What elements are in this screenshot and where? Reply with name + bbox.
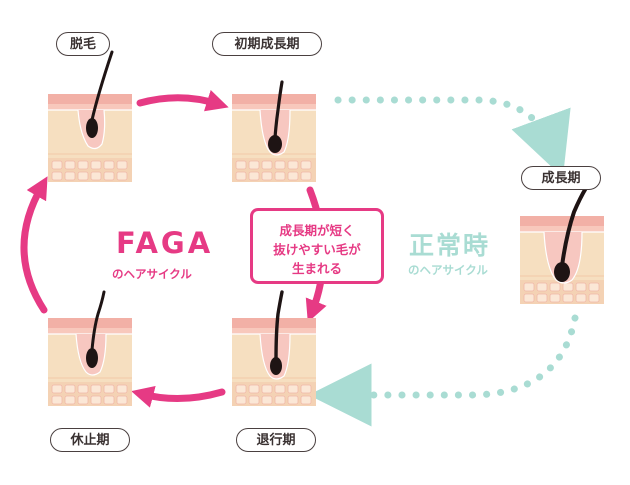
- faga-arrow-rest-to-shed: [20, 176, 48, 314]
- normal-cycle-arrow-top: [334, 96, 571, 178]
- skin-illustration-rest: [47, 290, 133, 407]
- skin-illustration-regression: [231, 290, 317, 407]
- callout-line-3: 生まれる: [291, 261, 342, 276]
- faga-callout-box: 成長期が短く 抜けやすい毛が 生まれる: [250, 208, 384, 284]
- faga-cycle-subtitle: のヘアサイクル: [112, 267, 192, 281]
- stage-label-shed: 脱毛: [56, 32, 110, 56]
- normal-cycle-subtitle: のヘアサイクル: [408, 263, 488, 277]
- faga-cycle-title: FAGA: [116, 226, 214, 260]
- skin-illustration-shed: [47, 50, 133, 183]
- callout-line-1: 成長期が短く: [279, 223, 355, 238]
- stage-label-growth: 成長期: [521, 166, 601, 190]
- normal-cycle-title: 正常時: [409, 231, 491, 260]
- callout-line-2: 抜けやすい毛が: [273, 242, 361, 257]
- stage-label-regression: 退行期: [236, 428, 316, 452]
- stage-label-early-growth: 初期成長期: [212, 32, 322, 56]
- faga-arrow-regression-to-rest: [131, 386, 226, 408]
- stage-label-rest: 休止期: [50, 428, 130, 452]
- skin-illustration-early-growth: [231, 80, 317, 183]
- faga-arrow-shed-to-early: [136, 89, 229, 112]
- skin-illustration-growth: [519, 186, 605, 305]
- normal-cycle-arrow-bottom: [308, 314, 579, 427]
